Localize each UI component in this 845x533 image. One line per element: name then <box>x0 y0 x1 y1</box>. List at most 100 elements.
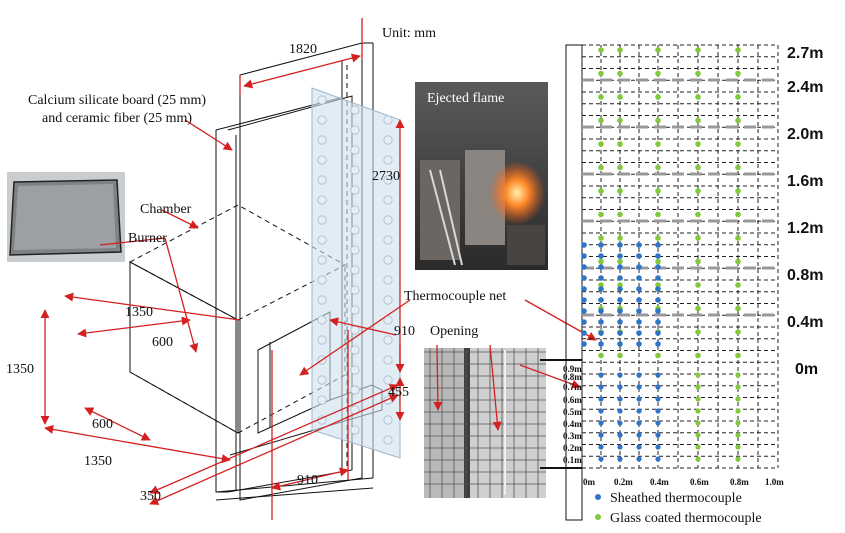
sheathed-thermocouple-dot <box>636 444 642 450</box>
sheathed-thermocouple-dot <box>636 242 642 248</box>
panel-hole <box>350 185 360 195</box>
burner-label: Burner <box>128 231 167 246</box>
glass-thermocouple-dot <box>735 70 741 77</box>
glass-thermocouple-dot <box>735 329 741 335</box>
glass-thermocouple-dot <box>695 282 701 288</box>
panel-hole <box>383 295 393 305</box>
depth-tick: 0.7m <box>563 382 582 392</box>
glass-thermocouple-dot <box>617 258 623 265</box>
glass-thermocouple-dot <box>735 444 741 450</box>
panel-hole <box>350 365 360 375</box>
panel-hole <box>383 375 393 385</box>
sheathed-thermocouple-dot <box>617 432 623 438</box>
panel-hole <box>383 195 393 205</box>
sheathed-thermocouple-dot <box>636 319 642 325</box>
thermocouple-grid <box>540 44 779 521</box>
glass-thermocouple-dot <box>598 94 604 100</box>
sheathed-thermocouple-dot <box>655 275 661 281</box>
thermocouple-net-photo <box>424 348 546 498</box>
sheathed-thermocouple-dot <box>581 308 587 314</box>
sheathed-thermocouple-dot <box>598 396 604 402</box>
sheathed-thermocouple-dot <box>581 341 587 347</box>
sheathed-thermocouple-dot <box>636 341 642 347</box>
sheathed-thermocouple-dot <box>636 456 642 462</box>
glass-thermocouple-dot <box>655 141 661 147</box>
height-label: 0.4m <box>787 314 823 331</box>
sheathed-thermocouple-dot <box>636 396 642 402</box>
panel-hole <box>383 435 393 445</box>
dim-1350-top: 1350 <box>125 305 153 320</box>
glass-thermocouple-dot <box>695 117 701 124</box>
depth-tick: 0.3m <box>563 431 582 441</box>
glass-thermocouple-dot <box>695 372 701 378</box>
panel-hole <box>317 175 327 185</box>
panel-hole <box>350 305 360 315</box>
glass-thermocouple-dot <box>695 329 701 335</box>
glass-thermocouple-dot <box>655 164 661 171</box>
panel-hole <box>317 95 327 105</box>
depth-tick: 0.8m <box>563 372 582 382</box>
glass-thermocouple-dot <box>695 432 701 438</box>
height-label: 0.8m <box>787 267 823 284</box>
glass-thermocouple-dot <box>735 456 741 462</box>
dim-600-bottom: 600 <box>92 417 113 432</box>
sheathed-thermocouple-dot <box>655 319 661 325</box>
sheathed-thermocouple-dot <box>636 330 642 336</box>
glass-thermocouple-dot <box>598 47 604 53</box>
sheathed-thermocouple-dot <box>655 242 661 248</box>
glass-thermocouple-dot <box>655 117 661 124</box>
panel-hole <box>350 165 360 175</box>
glass-thermocouple-dot <box>695 305 701 312</box>
panel-hole <box>317 235 327 245</box>
panel-hole <box>350 245 360 255</box>
sheathed-thermocouple-dot <box>598 420 604 426</box>
sheathed-thermocouple-dot <box>617 456 623 462</box>
panel-hole <box>350 265 360 275</box>
height-label: 2.4m <box>787 79 823 96</box>
panel-hole <box>317 315 327 325</box>
sheathed-thermocouple-dot <box>598 319 604 325</box>
panel-hole <box>317 115 327 125</box>
panel-hole <box>383 235 393 245</box>
sheathed-thermocouple-dot <box>598 308 604 314</box>
sheathed-thermocouple-dot <box>598 408 604 414</box>
height-label: 2.7m <box>787 45 823 62</box>
glass-thermocouple-dot <box>655 352 661 359</box>
insulation-label-line1: Calcium silicate board (25 mm) <box>28 93 206 108</box>
glass-thermocouple-dot <box>695 396 701 402</box>
glass-thermocouple-dot <box>735 384 741 390</box>
x-tick: 0.6m <box>690 477 709 487</box>
glass-thermocouple-dot <box>735 420 741 426</box>
glass-thermocouple-dot <box>735 396 741 402</box>
x-tick: 0.2m <box>614 477 633 487</box>
sheathed-thermocouple-dot <box>655 341 661 347</box>
sheathed-thermocouple-dot <box>581 264 587 270</box>
glass-thermocouple-dot <box>735 282 741 288</box>
dim-2730: 2730 <box>372 169 400 184</box>
glass-thermocouple-dot <box>617 141 623 147</box>
glass-thermocouple-dot <box>735 188 741 194</box>
depth-tick: 0.4m <box>563 419 582 429</box>
panel-hole <box>383 315 393 325</box>
unit-label: Unit: mm <box>382 26 436 41</box>
glass-thermocouple-dot <box>695 456 701 462</box>
sheathed-thermocouple-dot <box>617 396 623 402</box>
glass-thermocouple-dot <box>617 70 623 77</box>
panel-hole <box>350 225 360 235</box>
depth-tick: 0.6m <box>563 395 582 405</box>
glass-thermocouple-dot <box>655 282 661 288</box>
panel-hole <box>383 115 393 125</box>
panel-hole <box>317 295 327 305</box>
x-tick: 0m <box>583 477 596 487</box>
x-tick: 0.8m <box>730 477 749 487</box>
glass-thermocouple-dot <box>617 188 623 194</box>
glass-thermocouple-dot <box>617 117 623 124</box>
glass-thermocouple-dot <box>617 94 623 100</box>
panel-hole <box>383 355 393 365</box>
glass-thermocouple-dot <box>695 47 701 53</box>
sheathed-thermocouple-dot <box>598 297 604 303</box>
sheathed-thermocouple-dot <box>581 319 587 325</box>
sheathed-thermocouple-dot <box>636 420 642 426</box>
glass-thermocouple-dot <box>695 235 701 241</box>
